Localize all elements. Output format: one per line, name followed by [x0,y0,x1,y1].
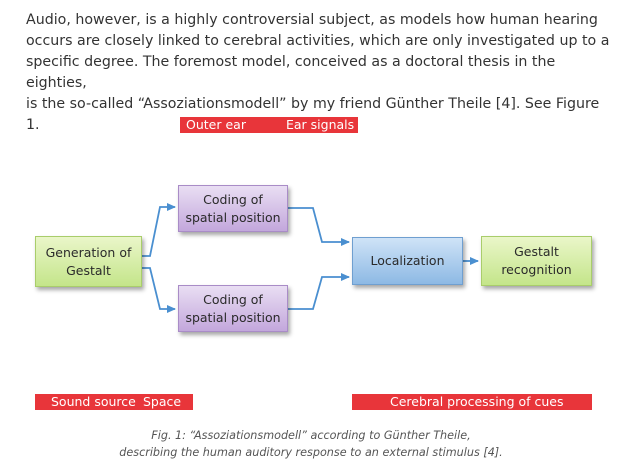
intro-line: is the so-called “Assoziationsmodell” by… [26,96,600,133]
node-label: Gestalt [514,244,559,259]
localization-box: Localization [352,237,463,285]
sound-source-label: Sound source [51,394,136,409]
intro-line: specific degree. The foremost model, con… [26,54,556,91]
intro-line: occurs are closely linked to cerebral ac… [26,33,610,49]
gestalt-recognition-box: Gestalt recognition [481,236,592,286]
cerebral-processing-bar: Cerebral processing of cues [352,394,592,410]
node-label: Generation of [45,244,132,260]
intro-paragraph: Audio, however, is a highly controversia… [26,10,616,136]
node-label: Localization [370,253,445,268]
arrow-generation-to-coding-bottom [142,267,176,313]
cerebral-processing-label: Cerebral processing of cues [390,394,564,409]
arrow-coding-bottom-to-localization [288,273,350,310]
ear-signals-label: Ear signals [286,117,355,132]
node-label: Gestalt [66,262,111,278]
outer-ear-bar: Outer ear Ear signals [180,117,358,133]
coding-spatial-position-bottom-box: Coding of spatial position [178,285,288,332]
space-label: Space [143,394,182,409]
figure-caption: Fig. 1: “Assoziationsmodell” according t… [40,427,582,461]
coding-spatial-position-top-box: Coding of spatial position [178,185,288,232]
arrow-generation-to-coding-top [142,203,176,257]
caption-line: describing the human auditory response t… [119,446,503,459]
node-label: Coding of [203,291,263,307]
intro-line: Audio, however, is a highly controversia… [26,12,598,28]
generation-of-gestalt-box: Generation of Gestalt [35,236,142,287]
sound-source-bar: Sound source Space [35,394,193,410]
node-label: Coding of [203,191,263,207]
caption-line: Fig. 1: “Assoziationsmodell” according t… [151,429,471,442]
node-label: spatial position [185,309,281,325]
node-label: recognition [501,262,572,277]
node-label: spatial position [185,209,281,225]
arrow-coding-top-to-localization [288,207,350,246]
outer-ear-label: Outer ear [186,117,246,132]
